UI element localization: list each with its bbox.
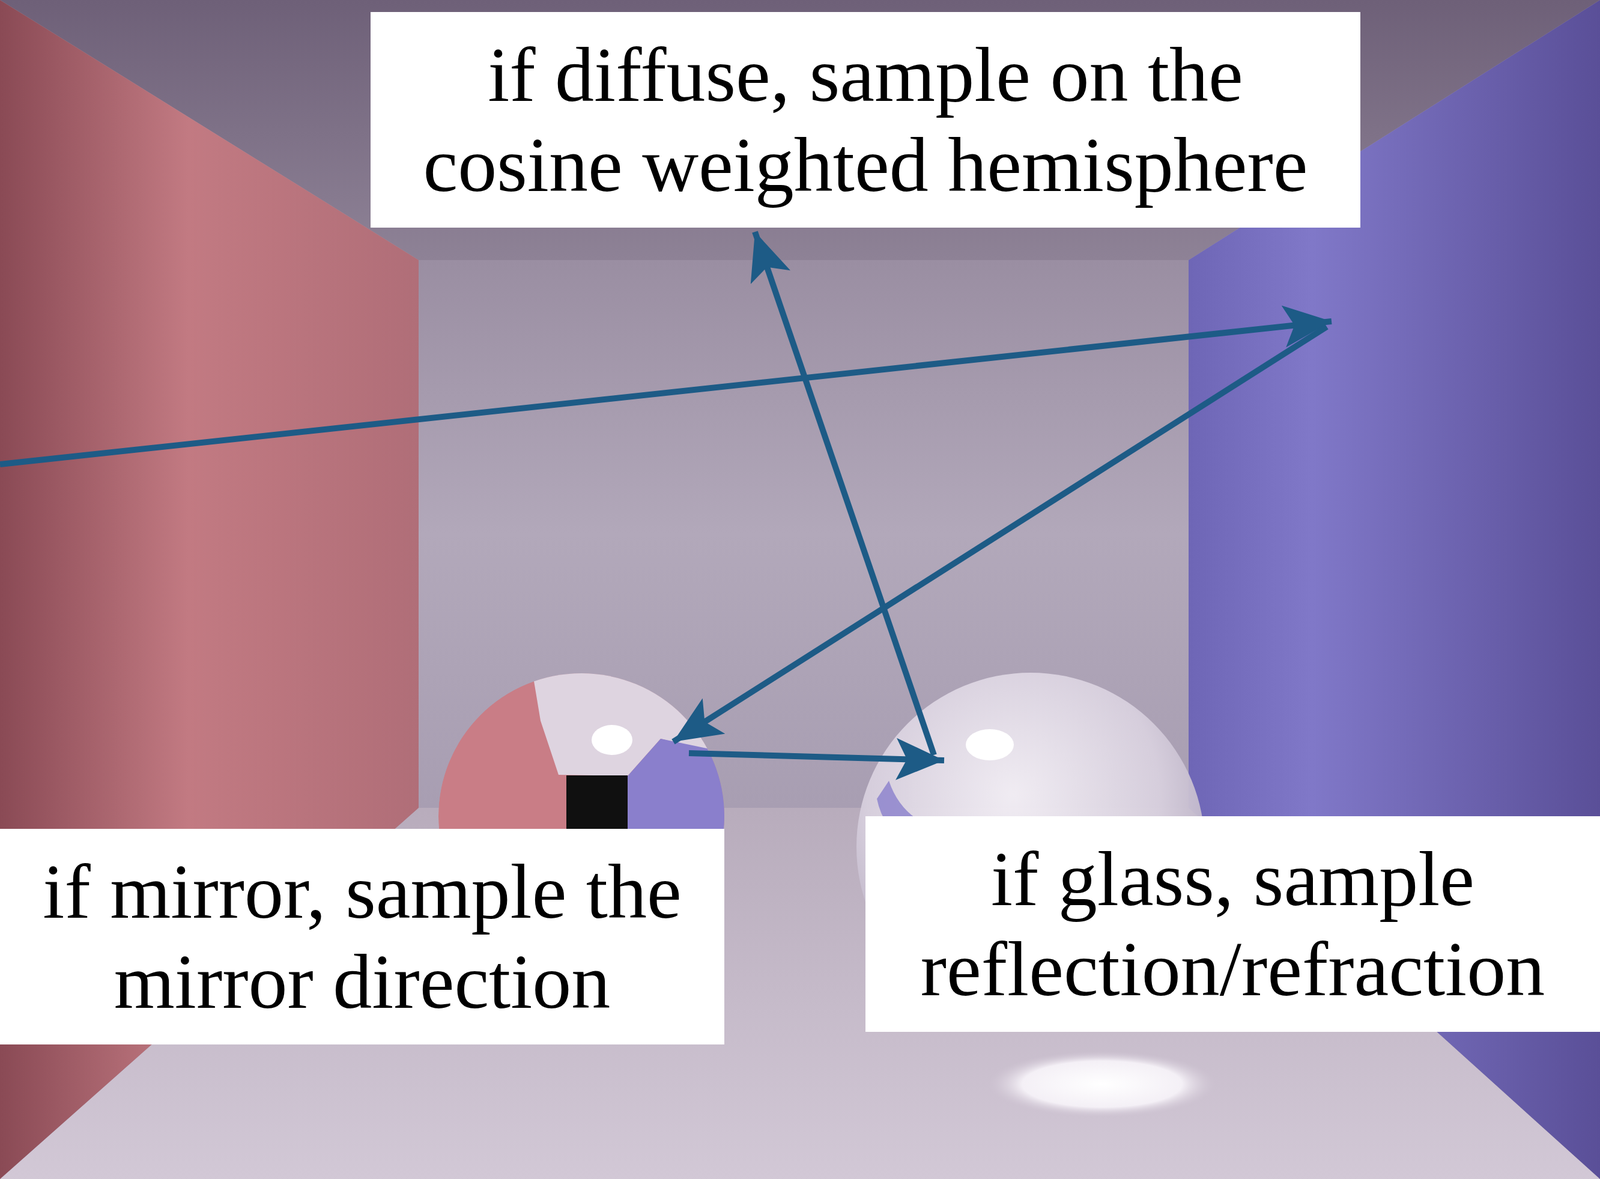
diffuse-bounce-ray xyxy=(673,326,1327,742)
annotation-text: if diffuse, sample on the cosine weighte… xyxy=(400,30,1331,210)
annotation-text: if mirror, sample the mirror direction xyxy=(24,846,701,1027)
mirror-bounce-ray xyxy=(688,753,945,761)
camera-ray xyxy=(0,321,1332,465)
floor xyxy=(0,807,1600,1179)
annotation-text: if glass, sample reflection/refraction xyxy=(883,834,1582,1014)
annotation-box: if glass, sample reflection/refraction xyxy=(865,816,1600,1032)
ray-path xyxy=(0,231,1332,761)
glass-bounce-ray xyxy=(754,231,934,755)
annotation-box: if diffuse, sample on the cosine weighte… xyxy=(370,12,1361,228)
caustic xyxy=(987,1051,1217,1118)
annotation-box: if mirror, sample the mirror direction xyxy=(0,828,725,1045)
